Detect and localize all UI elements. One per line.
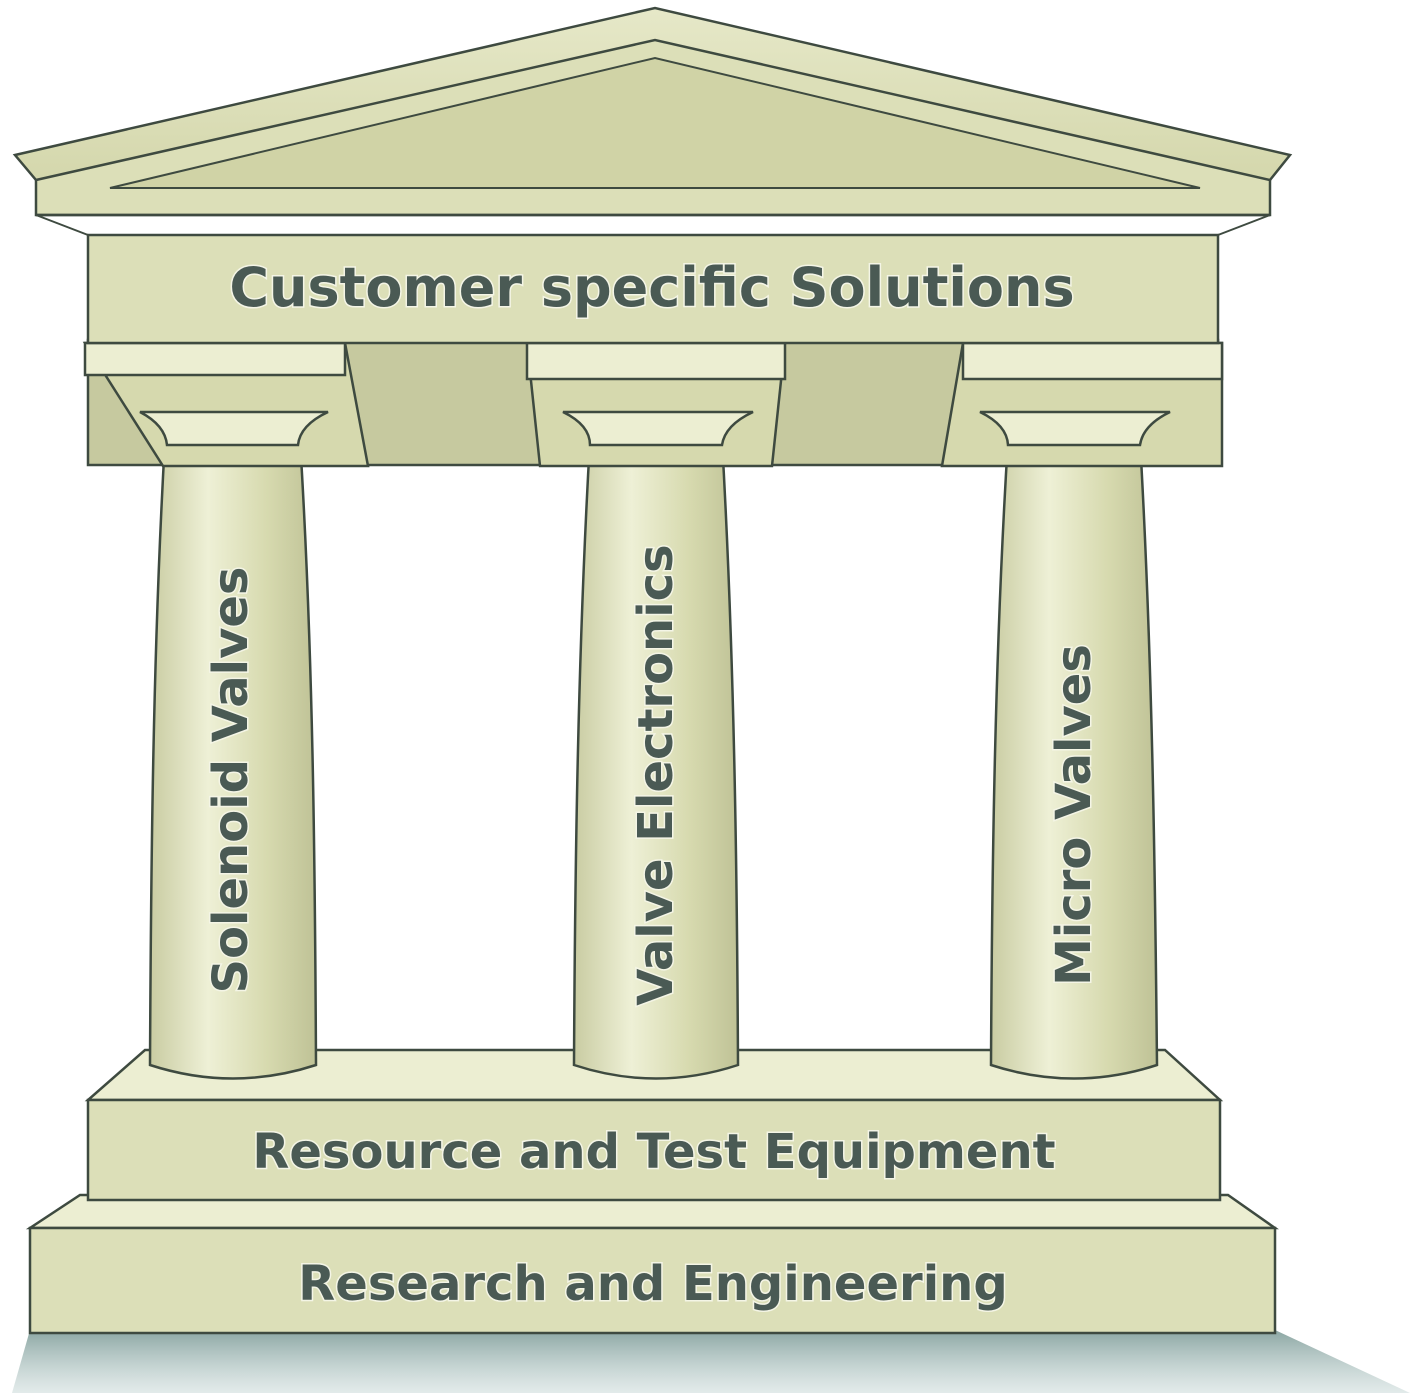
pillar-micro-valves: Micro Valves xyxy=(940,341,1224,1080)
entablature-label: Customer specific Solutions xyxy=(229,256,1074,319)
lower-step-label: Research and Engineering xyxy=(298,1256,1007,1312)
pillar-valve-electronics: Valve Electronics xyxy=(525,341,787,1080)
ground-shadow xyxy=(12,1330,1410,1393)
pillar-micro-valves-label: Micro Valves xyxy=(1046,644,1102,986)
entablature: Customer specific Solutions xyxy=(35,214,1271,345)
lower-step: Research and Engineering xyxy=(25,1193,1279,1335)
pediment xyxy=(12,6,1293,217)
upper-step-label: Resource and Test Equipment xyxy=(252,1124,1055,1180)
pillar-solenoid-valves: Solenoid Valves xyxy=(82,341,370,1080)
pillar-valve-electronics-label: Valve Electronics xyxy=(628,544,684,1005)
upper-step: Resource and Test Equipment xyxy=(84,1048,1224,1202)
pillar-solenoid-valves-label: Solenoid Valves xyxy=(203,566,259,993)
